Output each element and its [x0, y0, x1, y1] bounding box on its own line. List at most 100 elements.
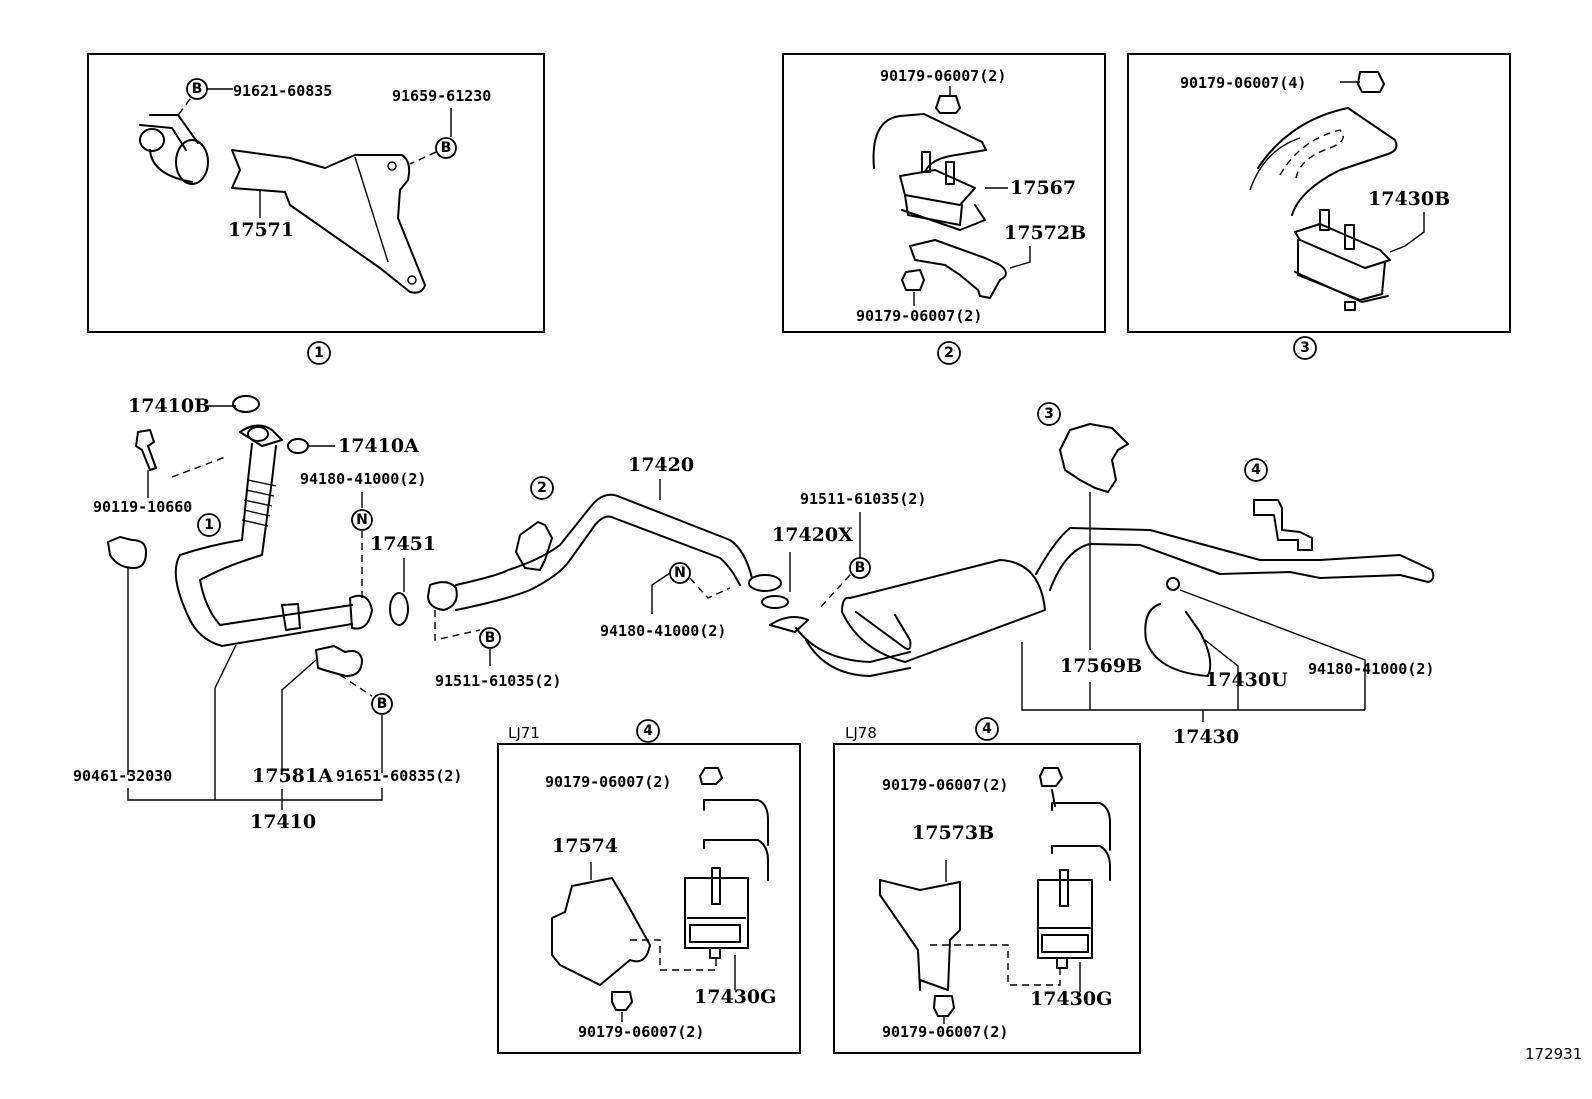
- detail-4-lj71-frame: [497, 743, 801, 1054]
- label-17430g-lj71: 17430G: [694, 986, 776, 1008]
- bolt-callout-symbol: B: [485, 630, 496, 646]
- label-91621-60835: 91621-60835: [233, 82, 332, 100]
- label-17581a: 17581A: [252, 765, 333, 787]
- label-17451: 17451: [370, 533, 436, 555]
- model-label-lj71: LJ71: [508, 724, 540, 742]
- detail-3-frame: [1127, 53, 1511, 333]
- nut-icon: [1166, 577, 1180, 591]
- nut-callout-icon: [351, 509, 373, 531]
- gasket-17410b-icon: [232, 395, 260, 413]
- muffler-icon: [769, 559, 1046, 677]
- detail-2-callout-icon: [937, 341, 961, 365]
- clamp-icon: [139, 114, 209, 185]
- label-94180-41000-center: 94180-41000(2): [600, 622, 726, 640]
- label-90461-32030: 90461-32030: [73, 767, 172, 785]
- frame-rail-icon: [703, 799, 769, 881]
- detail-3-ref-icon: [1037, 402, 1061, 426]
- bolt-callout-icon: [371, 693, 393, 715]
- bolt-callout-symbol: B: [441, 140, 452, 156]
- figure-id: 172931: [1525, 1045, 1582, 1063]
- frame-bracket-icon: [1257, 107, 1398, 216]
- detail-2-callout-number: 2: [944, 345, 954, 361]
- label-17430g-lj78: 17430G: [1030, 988, 1112, 1010]
- nut-icon: [933, 995, 955, 1017]
- detail-4-callout-icon: [636, 719, 660, 743]
- detail-1-callout-icon: [307, 341, 331, 365]
- detail-3-panel: 90179-06007(4) 17430B 3: [1127, 53, 1511, 360]
- label-17571: 17571: [228, 219, 294, 241]
- label-90179-06007-4: 90179-06007(4): [1180, 74, 1306, 92]
- nut-icon: [1357, 71, 1385, 93]
- label-91651-60835: 91651-60835(2): [336, 767, 462, 785]
- detail-2-frame: [782, 53, 1106, 333]
- nut-icon: [1039, 767, 1063, 787]
- detail-1-panel: B 91621-60835 91659-61230 B 17571 1: [87, 53, 545, 365]
- clamp-17430u-icon: [1144, 603, 1212, 677]
- label-17574: 17574: [552, 835, 618, 857]
- label-94180-41000-rear: 94180-41000(2): [1308, 660, 1434, 678]
- hanger-17569b-icon: [1059, 423, 1129, 493]
- detail-4-callout-number: 4: [982, 721, 992, 737]
- center-pipe-group: 2 17420 B 91511-61035(2) N 94180-41000(2…: [427, 454, 926, 690]
- bracket-17574-icon: [551, 877, 651, 986]
- detail-1-frame: [87, 53, 545, 333]
- support-17581a-icon: [315, 645, 363, 677]
- bolt-callout-symbol: B: [192, 81, 203, 97]
- bolt-callout-symbol: B: [855, 560, 866, 576]
- label-90119-10660: 90119-10660: [93, 498, 192, 516]
- mount-17567-icon: [899, 151, 986, 231]
- bracket-17573b-icon: [879, 879, 961, 991]
- detail-3-callout-number: 3: [1300, 340, 1310, 356]
- nut-icon: [935, 95, 961, 114]
- detail-1-callout-number: 1: [314, 345, 324, 361]
- center-pipe-icon: [455, 493, 753, 611]
- label-91659-61230: 91659-61230: [392, 87, 491, 105]
- hanger-bracket-4-icon: [1253, 499, 1313, 551]
- mount-17430g-icon: [684, 877, 749, 949]
- detail-4-ref-number: 4: [1251, 462, 1261, 478]
- label-91511-61035-front: 91511-61035(2): [435, 672, 561, 690]
- detail-2-panel: 90179-06007(2) 17567 17572B 90179-06007(…: [782, 53, 1106, 365]
- label-17572b: 17572B: [1004, 222, 1086, 244]
- bolt-callout-icon: [849, 557, 871, 579]
- nut-icon: [699, 767, 723, 785]
- tail-pipe-group: 3 17569B 4 17430U 94180-41000(2) 17430: [769, 402, 1435, 748]
- bracket-17572b-icon: [909, 239, 1007, 299]
- gasket-17420x-icon: [761, 595, 789, 609]
- frame-rail-icon: [1051, 789, 1111, 881]
- detail-2-ref-number: 2: [537, 480, 547, 496]
- label-17410b: 17410B: [128, 395, 210, 417]
- label-90179-06007-lj71-top: 90179-06007(2): [545, 773, 671, 791]
- label-90179-06007-lj78-top: 90179-06007(2): [882, 776, 1008, 794]
- tail-pipe-icon: [1035, 527, 1435, 591]
- clamp-90461-icon: [107, 536, 147, 569]
- label-17430b: 17430B: [1368, 188, 1450, 210]
- front-pipe-group: 17410B 90119-10660 17410A 94180-41000(2)…: [73, 395, 462, 833]
- mount-17430g-icon: [1037, 879, 1093, 959]
- label-91511-61035-rear: 91511-61035(2): [800, 490, 926, 508]
- bracket-17571-icon: [231, 149, 426, 294]
- label-17569b: 17569B: [1060, 655, 1142, 677]
- label-17573b: 17573B: [912, 822, 994, 844]
- detail-4-ref-icon: [1244, 458, 1268, 482]
- label-17430u: 17430U: [1205, 669, 1288, 691]
- detail-3-ref-number: 3: [1044, 406, 1054, 422]
- detail-1-ref-number: 1: [204, 517, 214, 533]
- nut-callout-symbol: N: [356, 512, 368, 528]
- label-90179-06007-top: 90179-06007(2): [880, 67, 1006, 85]
- model-label-lj78: LJ78: [845, 724, 877, 742]
- stud-bolt-icon: [135, 429, 157, 471]
- label-17420x: 17420X: [772, 524, 853, 546]
- label-17410: 17410: [250, 811, 316, 833]
- detail-4-callout-icon: [975, 717, 999, 741]
- label-94180-41000-front: 94180-41000(2): [300, 470, 426, 488]
- front-pipe-icon: [174, 424, 373, 647]
- bolt-callout-icon: [479, 627, 501, 649]
- gasket-17410a-icon: [287, 438, 309, 454]
- nut-icon: [901, 269, 925, 291]
- label-17410a: 17410A: [338, 435, 419, 457]
- mount-17430b-icon: [1294, 209, 1391, 311]
- label-17420: 17420: [628, 454, 694, 476]
- detail-2-ref-icon: [530, 476, 554, 500]
